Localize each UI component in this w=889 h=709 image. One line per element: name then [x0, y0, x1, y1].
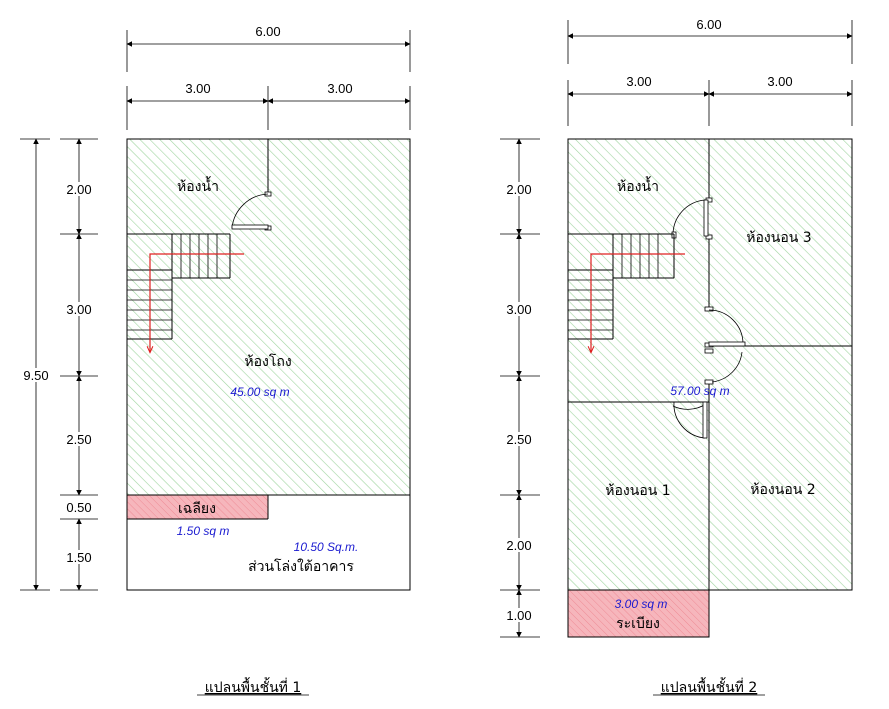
plan1-width-left: 3.00 — [185, 81, 210, 96]
plan1-label-bathroom: ห้องน้ำ — [177, 176, 219, 195]
plan1-label-porch: เฉลียง — [178, 501, 216, 517]
plan2-label-bedroom1: ห้องนอน 1 — [605, 483, 670, 499]
plan1-height-total: 9.50 — [23, 368, 48, 383]
plan2-bathroom-door — [671, 197, 713, 240]
plan2-seg3: 2.50 — [506, 432, 531, 447]
plan2-label-bedroom2: ห้องนอน 2 — [750, 482, 815, 498]
plan1-bathroom-door — [231, 139, 272, 231]
plan1-width-total: 6.00 — [255, 24, 280, 39]
plan2-stairs — [568, 233, 685, 352]
plan2-width-total: 6.00 — [696, 17, 721, 32]
plan2-area-main: 57.00 sq m — [670, 384, 729, 398]
plan2-seg5: 1.00 — [506, 608, 531, 623]
plan2-width-right: 3.00 — [767, 74, 792, 89]
plan2-seg4: 2.00 — [506, 538, 531, 553]
plan2-area-balcony: 3.00 sq m — [615, 597, 668, 611]
plan1-seg1: 2.00 — [66, 182, 91, 197]
plan2-label-bathroom: ห้องน้ำ — [617, 176, 659, 195]
plan2-label-bedroom3: ห้องนอน 3 — [746, 230, 811, 246]
plan1-area-porch: 1.50 sq m — [177, 524, 230, 538]
plan1-left-dimensions: 9.50 2.00 3.00 2.50 0.50 1.50 — [20, 138, 98, 591]
plan1-area-main: 45.00 sq m — [230, 385, 289, 399]
plan-2: 6.00 3.00 3.00 2.0 — [500, 17, 853, 696]
plan1-title: แปลนพื้นชั้นที่ 1 — [205, 677, 302, 696]
plan1-width-right: 3.00 — [327, 81, 352, 96]
plan1-porch — [127, 495, 268, 519]
plan2-seg2: 3.00 — [506, 302, 531, 317]
plan-1: 6.00 3.00 3.00 9.50 — [20, 24, 411, 696]
plan1-floor-hatch — [127, 139, 410, 495]
plan1-stair-direction-arrow — [150, 253, 244, 352]
plan1-seg2: 3.00 — [66, 302, 91, 317]
plan2-bedroom-doors — [672, 306, 746, 439]
plan2-top-dimensions: 6.00 3.00 3.00 — [567, 17, 853, 126]
plan2-seg1: 2.00 — [506, 182, 531, 197]
plan2-title: แปลนพื้นชั้นที่ 2 — [661, 677, 758, 696]
plan1-seg3: 2.50 — [66, 432, 91, 447]
plan2-label-balcony: ระเบียง — [616, 616, 660, 632]
plan2-left-dimensions: 2.00 3.00 2.50 2.00 1.00 — [500, 138, 540, 638]
plan1-label-hall: ห้องโถง — [244, 353, 291, 370]
plan1-seg4: 0.50 — [66, 500, 91, 515]
plan1-top-dimensions: 6.00 3.00 3.00 — [126, 24, 411, 130]
plan2-outline — [567, 138, 853, 591]
plan2-floor-hatch — [568, 139, 852, 590]
plan2-balcony — [568, 590, 709, 637]
plan1-seg5: 1.50 — [66, 550, 91, 565]
plan2-stair-direction-arrow — [591, 253, 685, 352]
plan1-label-open-space: ส่วนโล่งใต้อาคาร — [248, 558, 354, 575]
plan1-area-open-space: 10.50 Sq.m. — [294, 540, 359, 554]
plan1-stairs — [127, 233, 244, 352]
plan2-width-left: 3.00 — [626, 74, 651, 89]
